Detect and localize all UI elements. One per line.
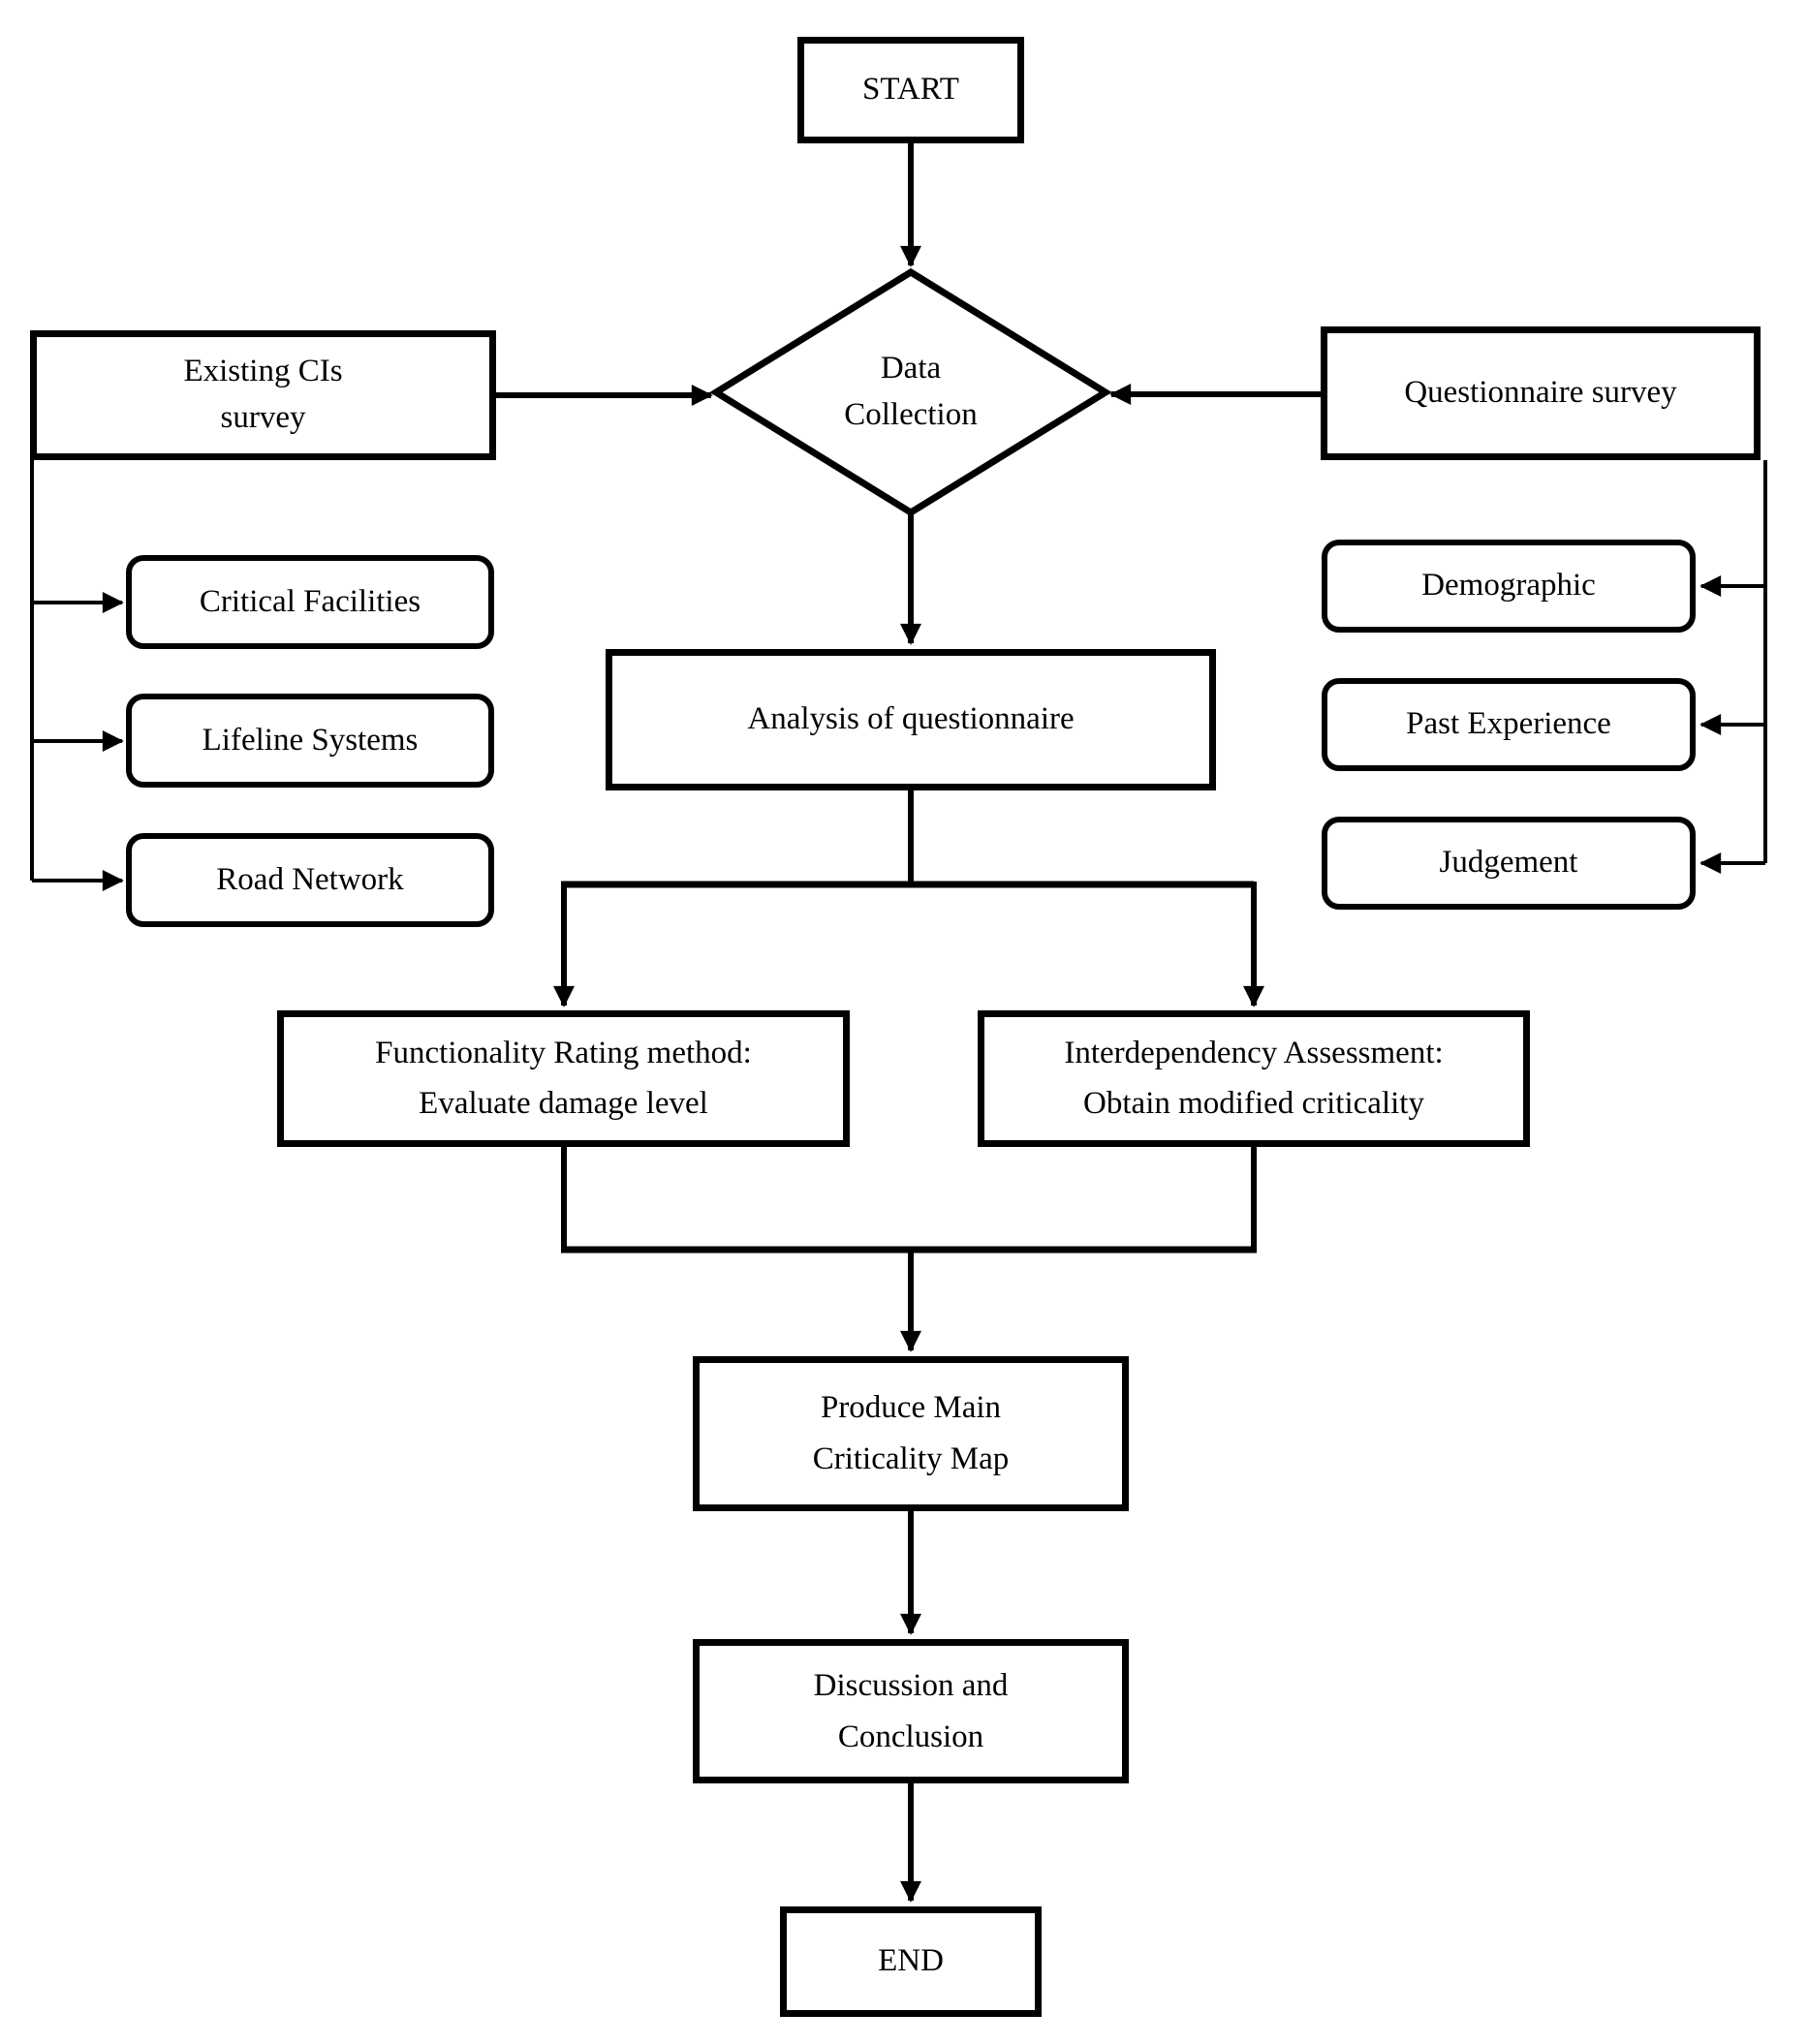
existing-cis-survey-node: Existing CIs survey xyxy=(30,330,496,460)
demographic-node: Demographic xyxy=(1322,540,1696,633)
functionality-rating-node: Functionality Rating method: Evaluate da… xyxy=(277,1010,850,1147)
discussion-conclusion-node: Discussion and Conclusion xyxy=(693,1639,1129,1783)
produce-criticality-map-node: Produce Main Criticality Map xyxy=(693,1356,1129,1511)
end-label: END xyxy=(878,1943,944,1979)
road-network-node: Road Network xyxy=(126,833,494,927)
lifeline-systems-node: Lifeline Systems xyxy=(126,694,494,788)
end-node: END xyxy=(780,1906,1042,2017)
analysis-of-questionnaire-node: Analysis of questionnaire xyxy=(606,649,1216,790)
start-label: START xyxy=(862,72,959,108)
judgement-node: Judgement xyxy=(1322,817,1696,910)
critical-facilities-node: Critical Facilities xyxy=(126,555,494,649)
start-node: START xyxy=(797,37,1024,143)
past-experience-node: Past Experience xyxy=(1322,678,1696,771)
data-collection-label: Data Collection xyxy=(844,351,978,432)
interdependency-assessment-node: Interdependency Assessment: Obtain modif… xyxy=(978,1010,1530,1147)
questionnaire-survey-node: Questionnaire survey xyxy=(1321,326,1761,460)
